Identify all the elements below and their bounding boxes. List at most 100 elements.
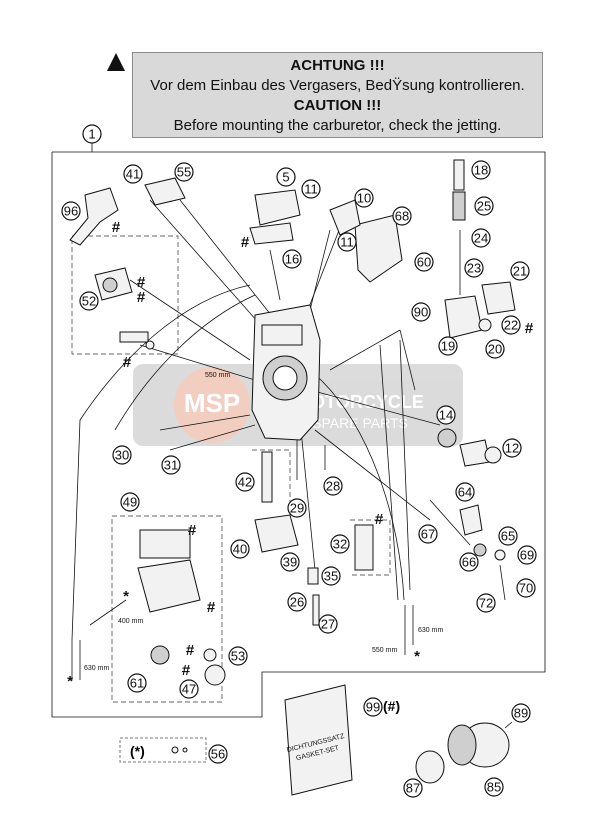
svg-text:25: 25 xyxy=(477,199,491,214)
callout-65: 65 xyxy=(498,526,518,546)
callout-26: 26 xyxy=(287,592,307,612)
hash-mark: # xyxy=(207,599,216,616)
hash-mark: # xyxy=(525,320,534,337)
callout-67: 67 xyxy=(418,524,438,544)
throttle-sensor-part xyxy=(69,177,186,246)
svg-text:89: 89 xyxy=(514,706,528,721)
svg-text:52: 52 xyxy=(82,294,96,309)
linkage-part xyxy=(459,504,506,601)
float-part xyxy=(254,514,299,553)
svg-text:41: 41 xyxy=(126,167,140,182)
callout-29: 29 xyxy=(287,498,307,518)
hash-mark: # xyxy=(375,511,384,528)
callout-52: 52 xyxy=(79,291,99,311)
watermark-line2: SPARE PARTS xyxy=(312,415,408,431)
callout-22: 22 xyxy=(501,315,521,335)
svg-text:35: 35 xyxy=(324,569,338,584)
callout-23: 23 xyxy=(464,258,484,278)
svg-text:30: 30 xyxy=(115,448,129,463)
callout-89: 89 xyxy=(511,703,531,723)
dim-630-left: 630 mm xyxy=(84,665,109,672)
callout-12: 12 xyxy=(502,438,522,458)
svg-text:61: 61 xyxy=(130,676,144,691)
hash-mark: # xyxy=(186,642,195,659)
throttle-valve-part xyxy=(249,189,301,245)
svg-text:70: 70 xyxy=(519,581,533,596)
callout-70: 70 xyxy=(516,578,536,598)
callout-69: 69 xyxy=(517,545,537,565)
svg-text:14: 14 xyxy=(439,408,453,423)
callout-16: 16 xyxy=(282,249,302,269)
svg-text:99: 99 xyxy=(366,700,380,715)
small-parts xyxy=(171,746,188,754)
callout-5: 5 xyxy=(276,167,296,187)
accelerator-pump-part xyxy=(444,281,516,339)
svg-text:68: 68 xyxy=(395,209,409,224)
svg-text:32: 32 xyxy=(333,537,347,552)
callout-72: 72 xyxy=(476,593,496,613)
callout-28: 28 xyxy=(323,476,343,496)
callout-64: 64 xyxy=(455,482,475,502)
svg-text:12: 12 xyxy=(505,441,519,456)
choke-part xyxy=(119,331,155,350)
watermark-logo: MSP xyxy=(184,388,240,418)
callout-53: 53 xyxy=(228,646,248,666)
callout-42: 42 xyxy=(235,472,255,492)
svg-text:28: 28 xyxy=(326,479,340,494)
svg-text:5: 5 xyxy=(282,170,289,185)
svg-text:26: 26 xyxy=(290,595,304,610)
svg-text:65: 65 xyxy=(501,529,515,544)
warning-title-de: ACHTUNG !!! xyxy=(290,57,385,74)
svg-text:53: 53 xyxy=(231,649,245,664)
callout-25: 25 xyxy=(474,196,494,216)
star-mark: * xyxy=(67,673,73,690)
warning-text-en: Before mounting the carburetor, check th… xyxy=(173,117,502,134)
callout-32: 32 xyxy=(330,534,350,554)
svg-text:87: 87 xyxy=(406,781,420,796)
svg-text:18: 18 xyxy=(474,163,488,178)
callout-35: 35 xyxy=(321,566,341,586)
callout-14: 14 xyxy=(436,405,456,425)
bracket-part xyxy=(329,199,361,236)
paren-hash-label: (#) xyxy=(383,698,400,714)
hash-mark: # xyxy=(137,274,146,291)
svg-text:40: 40 xyxy=(233,542,247,557)
svg-text:16: 16 xyxy=(285,252,299,267)
callout-39: 39 xyxy=(280,552,300,572)
callout-24: 24 xyxy=(471,228,491,248)
svg-text:24: 24 xyxy=(474,231,488,246)
callout-27: 27 xyxy=(318,614,338,634)
svg-text:56: 56 xyxy=(211,747,225,762)
svg-text:42: 42 xyxy=(238,475,252,490)
svg-text:29: 29 xyxy=(290,501,304,516)
main-frame xyxy=(51,151,546,718)
callout-55: 55 xyxy=(174,162,194,182)
callout-40: 40 xyxy=(230,539,250,559)
svg-text:21: 21 xyxy=(513,264,527,279)
svg-text:20: 20 xyxy=(488,342,502,357)
svg-text:67: 67 xyxy=(421,527,435,542)
warning-title-en: CAUTION !!! xyxy=(293,97,382,114)
svg-text:10: 10 xyxy=(357,191,371,206)
callout-21: 21 xyxy=(510,261,530,281)
svg-text:55: 55 xyxy=(177,165,191,180)
star-mark: * xyxy=(123,588,129,605)
hash-mark: # xyxy=(182,662,191,679)
svg-text:90: 90 xyxy=(414,305,428,320)
callout-41: 41 xyxy=(123,164,143,184)
idle-screw-part xyxy=(94,267,133,301)
hash-mark: # xyxy=(123,354,132,371)
callout-99: 99 xyxy=(363,697,383,717)
warning-triangle-icon xyxy=(107,53,125,71)
callout-18: 18 xyxy=(471,160,491,180)
hash-marks: # # # # # # # # # # # xyxy=(112,219,534,679)
star-mark: * xyxy=(414,648,420,665)
carburetor-body xyxy=(251,304,321,441)
warning-text-de: Vor dem Einbau des Vergasers, BedŸsung k… xyxy=(150,77,525,94)
dim-630-right: 630 mm xyxy=(418,627,443,634)
callout-10: 10 xyxy=(354,188,374,208)
dim-550-top: 550 mm xyxy=(205,372,230,379)
svg-text:64: 64 xyxy=(458,485,472,500)
callout-30: 30 xyxy=(112,445,132,465)
dim-400: 400 mm xyxy=(118,618,143,625)
